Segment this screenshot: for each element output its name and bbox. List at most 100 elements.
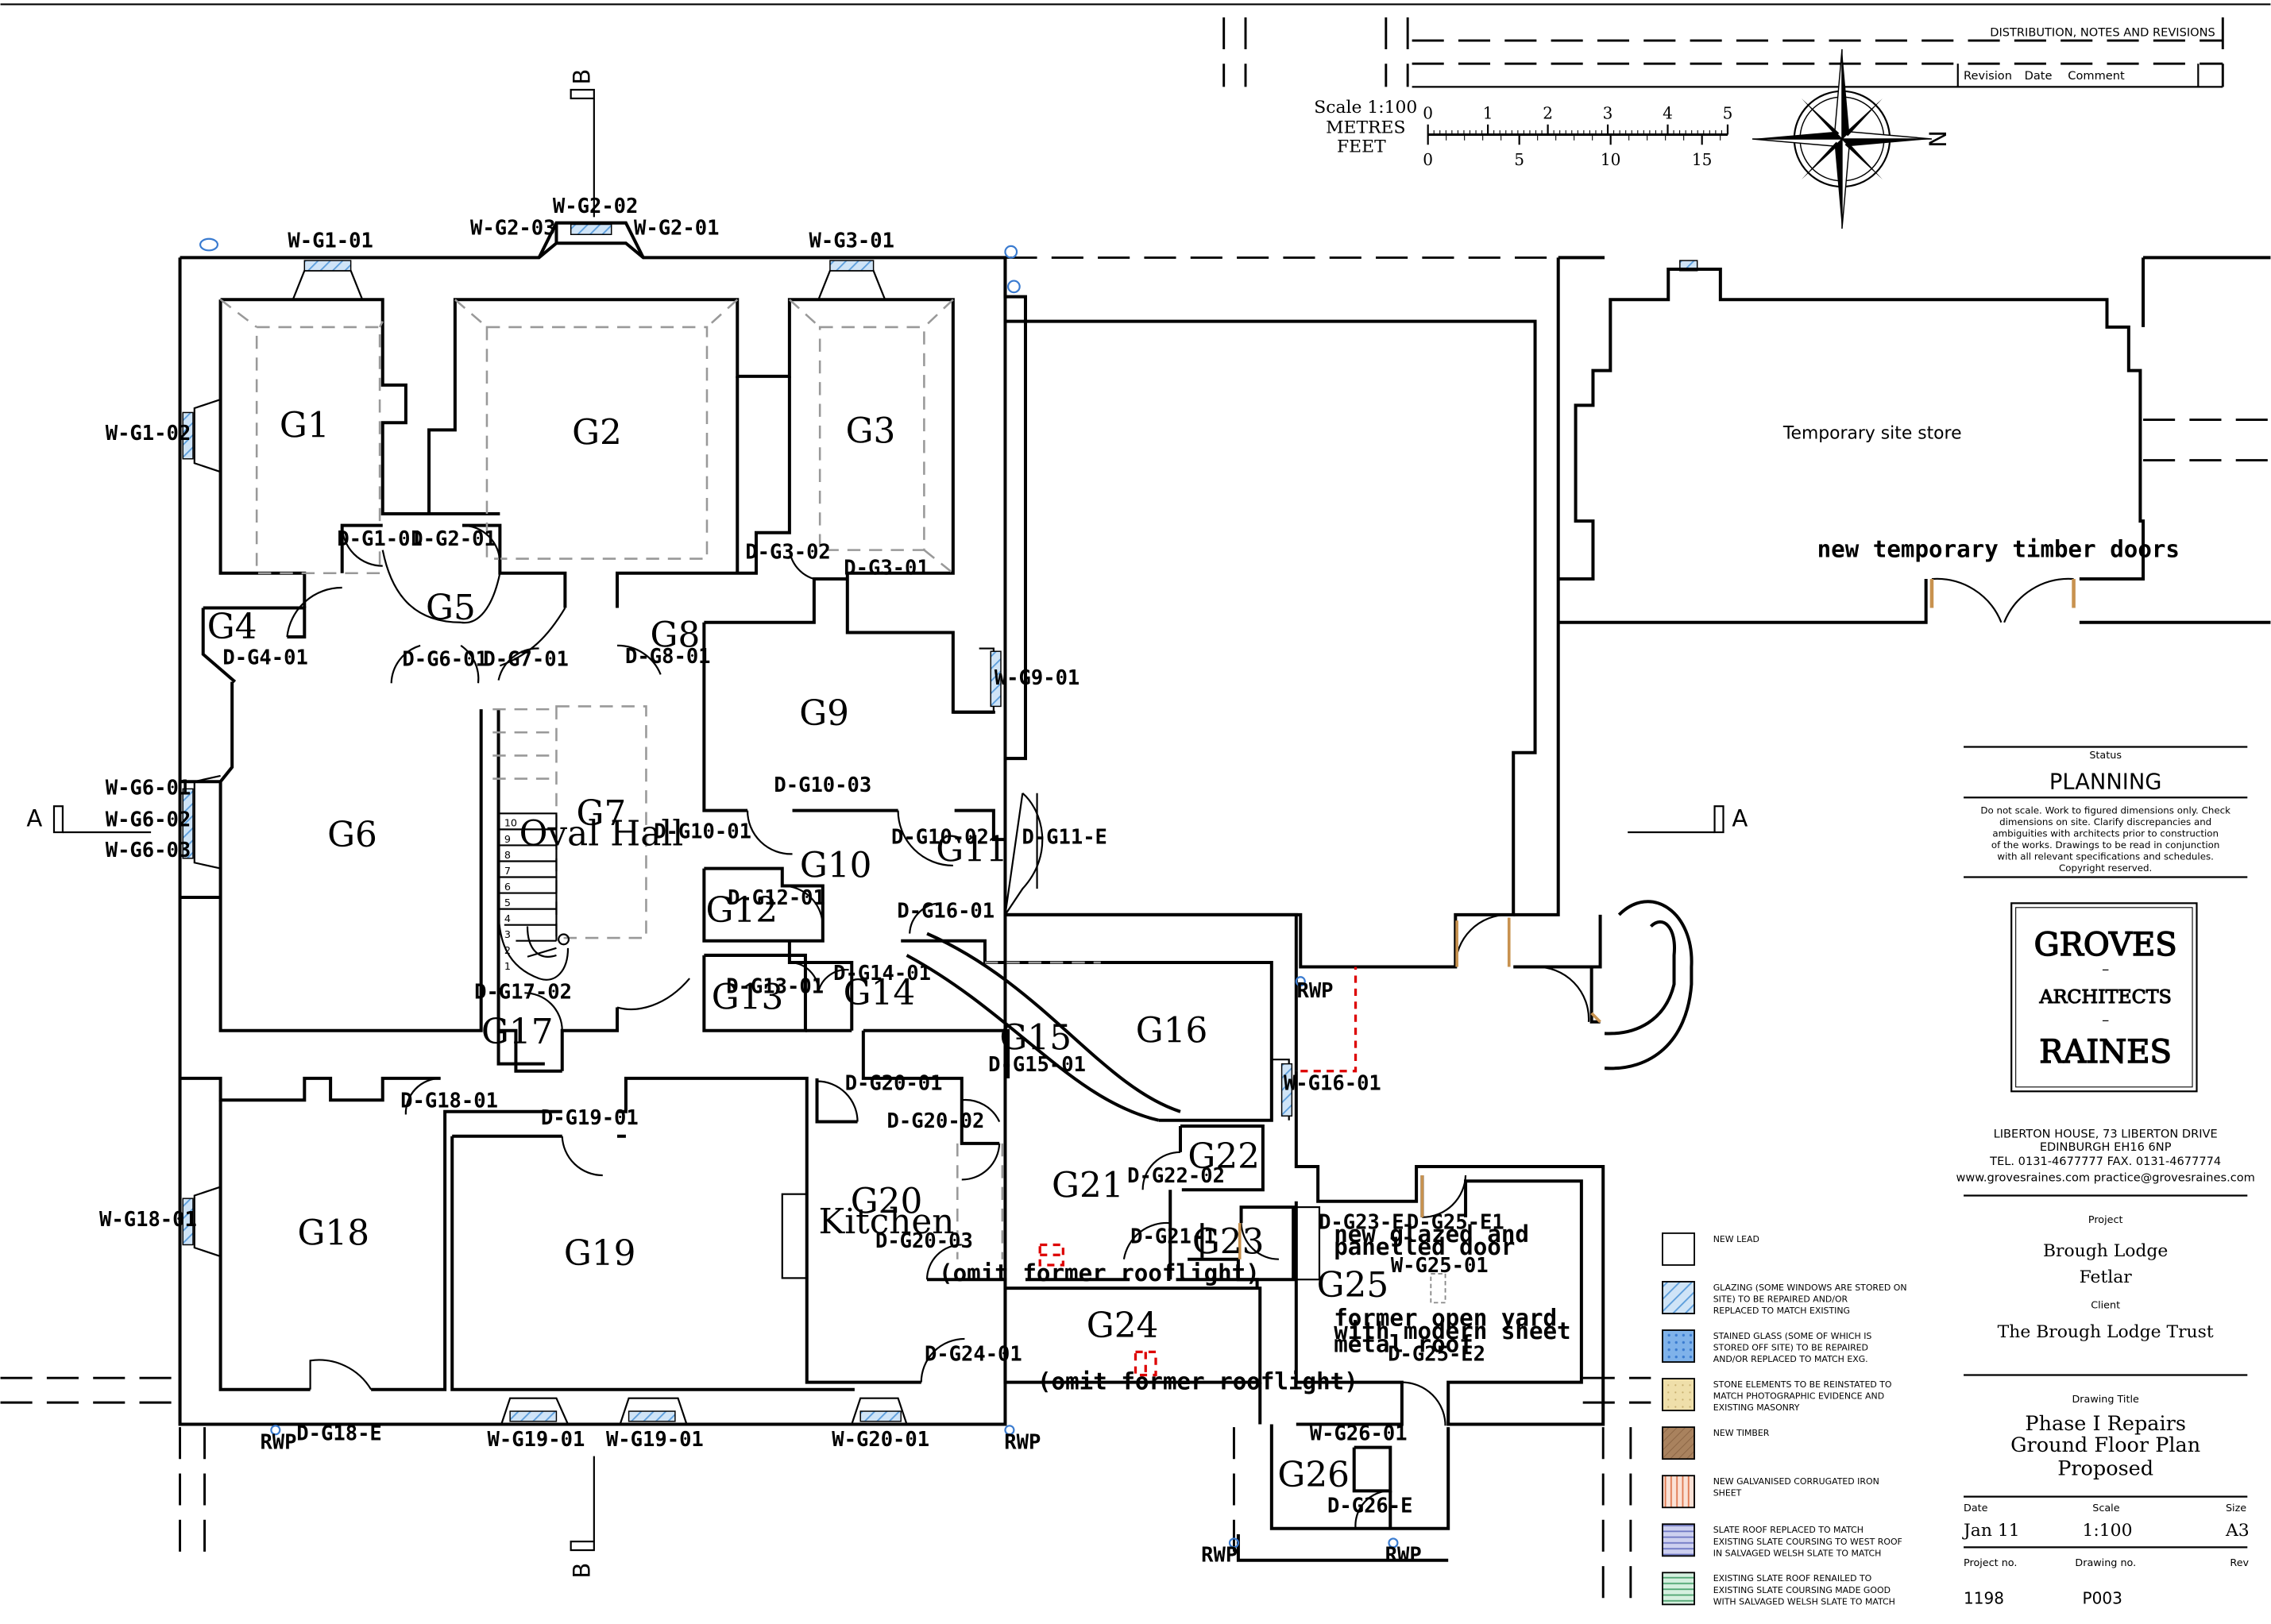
tag-d-g1-01: D-G1-01 (337, 527, 422, 551)
tag-d-g21-1: D-G21-1 (1130, 1225, 1215, 1249)
title-block: Status PLANNING Do not scale. Work to fi… (1956, 746, 2255, 1607)
north-label: N (1925, 130, 1952, 148)
tag-d-g23-e: D-G23-E (1319, 1210, 1404, 1234)
note-timber-doors: new temporary timber doors (1817, 536, 2180, 563)
metre-tick-label: 2 (1543, 103, 1553, 122)
room-g21: G21 (1052, 1165, 1124, 1205)
legend-swatch-slate1 (1662, 1523, 1695, 1557)
tag-d-g10-01: D-G10-01 (654, 820, 751, 843)
legend-text-stone: STONE ELEMENTS TO BE REINSTATED TO (1713, 1379, 1892, 1390)
note-rooflight-1: (omit former rooflight) (939, 1259, 1260, 1286)
size-value: A3 (2225, 1521, 2250, 1541)
metre-tick-label: 3 (1603, 103, 1613, 122)
tag-w-g6-03: W-G6-03 (106, 839, 191, 862)
room-g8: G8 (651, 615, 701, 656)
project-label: Project (2088, 1214, 2123, 1226)
note-glazed-door-2: panelled door (1334, 1233, 1515, 1260)
tag-d-g11-e: D-G11-E (1022, 826, 1107, 850)
stair-step-number: 10 (504, 818, 517, 830)
plan-notes: new temporary timber doors new glazed an… (939, 536, 2180, 1395)
note-glazed-door-1: new glazed and (1334, 1221, 1529, 1248)
client-label: Client (2091, 1300, 2120, 1312)
site-boundary-lines (0, 256, 2271, 1607)
room-g20-name: Kitchen (819, 1202, 955, 1242)
door-swings (286, 524, 1467, 1529)
legend-text-slate1: IN SALVAGED WELSH SLATE TO MATCH (1713, 1548, 1882, 1558)
legend-text-stained: STORED OFF SITE) TO BE REPAIRED (1713, 1343, 1868, 1353)
legend-swatch-lead (1662, 1232, 1695, 1266)
project-no-label: Project no. (1964, 1557, 2017, 1569)
legend-swatch-stained (1662, 1329, 1695, 1364)
tag-d-g20-03: D-G20-03 (875, 1229, 973, 1253)
address-web: www.grovesraines.com practice@grovesrain… (1956, 1171, 2254, 1184)
tag-d-g4-01: D-G4-01 (222, 646, 307, 670)
tag-w-g16-01: W-G16-01 (1284, 1071, 1381, 1095)
tag-rwp-1: RWP (1296, 979, 1333, 1003)
tag-d-g20-02: D-G20-02 (887, 1109, 985, 1133)
tag-rwp-4: RWP (1201, 1544, 1238, 1568)
feet-tick-label: 15 (1692, 150, 1713, 169)
stair-step-number: 4 (504, 913, 511, 925)
disclaimer-line: with all relevant specifications and sch… (1997, 851, 2213, 862)
legend-swatch-iron (1662, 1475, 1695, 1509)
stair-step-number: 7 (504, 866, 511, 878)
legend-text-glazing: SITE) TO BE REPAIRED AND/OR (1713, 1294, 1848, 1304)
room-g23: G23 (1192, 1221, 1265, 1262)
tag-w-g2-03: W-G2-03 (470, 216, 555, 240)
metres-label: METRES (1326, 118, 1405, 138)
rwp-symbols (199, 237, 1446, 1549)
tag-d-g2-01: D-G2-01 (411, 527, 496, 551)
legend-text-lead: NEW LEAD (1713, 1234, 1759, 1244)
room-temporary-site-store: Temporary site store (1782, 423, 1962, 443)
east-range-walls (1003, 256, 2271, 1259)
tag-d-g10-02: D-G10-02 (891, 826, 989, 850)
room-g7: G7 (577, 793, 627, 834)
north-arrow-icon (1752, 48, 1933, 230)
room-g16: G16 (1136, 1010, 1208, 1051)
room-g7-name: Oval Hall (519, 813, 684, 854)
stair-step-number: 3 (504, 929, 511, 941)
note-rooflight-2: (omit former rooflight) (1037, 1368, 1358, 1395)
tag-d-g13-01: D-G13-01 (726, 974, 824, 998)
room-g25: G25 (1317, 1265, 1389, 1306)
legend-swatch-timber (1662, 1426, 1695, 1460)
room-g26: G26 (1277, 1455, 1350, 1495)
room-g15: G15 (999, 1017, 1072, 1058)
disclaimer-line: ambiguities with architects prior to con… (1992, 827, 2219, 839)
room-g2: G2 (572, 413, 622, 453)
stair-step-number: 8 (504, 850, 511, 862)
room-g24: G24 (1087, 1306, 1159, 1346)
date-col: Date (2025, 69, 2053, 83)
disclaimer-line: dimensions on site. Clarify discrepancie… (1999, 816, 2211, 827)
tag-rwp-5: RWP (1385, 1544, 1422, 1568)
project-name: Brough Lodge (2043, 1241, 2168, 1261)
section-a-left: A (26, 805, 42, 832)
room-g10: G10 (800, 846, 872, 886)
room-g22: G22 (1188, 1136, 1260, 1177)
client-name: The Brough Lodge Trust (1998, 1322, 2214, 1342)
comment-col: Comment (2068, 69, 2125, 83)
tag-d-g16-01: D-G16-01 (897, 900, 995, 924)
tag-w-g3-01: W-G3-01 (809, 230, 894, 253)
tag-d-g18-e: D-G18-E (296, 1422, 381, 1446)
tag-d-g25-e1: D-G25-E1 (1407, 1210, 1504, 1234)
tag-d-g24-01: D-G24-01 (925, 1342, 1022, 1366)
project-no-value: 1198 (1964, 1588, 2004, 1607)
logo-groves: GROVES (2034, 927, 2177, 963)
size-label: Size (2226, 1502, 2246, 1514)
drawing-no-label: Drawing no. (2075, 1557, 2136, 1569)
legend-text-iron: SHEET (1713, 1488, 1742, 1499)
legend-text-slate2: WITH SALVAGED WELSH SLATE TO MATCH (1713, 1596, 1895, 1607)
tag-d-g18-01: D-G18-01 (400, 1089, 498, 1113)
disclaimer-line: of the works. Drawings to be read in con… (1991, 839, 2220, 851)
section-b-bottom: B (568, 1563, 595, 1579)
section-b-top: B (568, 69, 595, 85)
legend-text-stone: EXISTING MASONRY (1713, 1402, 1800, 1413)
tag-d-g3-01: D-G3-01 (844, 557, 929, 581)
feet-tick-label: 5 (1514, 150, 1524, 169)
tag-d-g22-02: D-G22-02 (1127, 1164, 1225, 1188)
drawing-title-line-2: Ground Floor Plan (2010, 1433, 2200, 1457)
metre-tick-label: 0 (1423, 103, 1433, 122)
legend-text-slate2: EXISTING SLATE COURSING MADE GOOD (1713, 1585, 1891, 1595)
